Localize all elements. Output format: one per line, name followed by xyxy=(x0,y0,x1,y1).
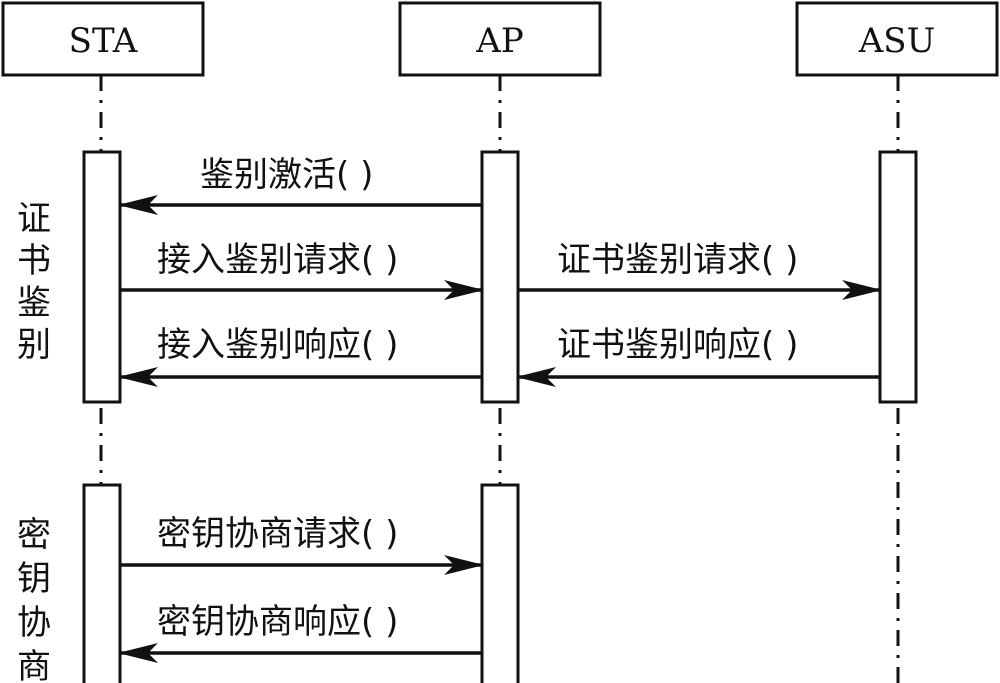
activations-cert-auth xyxy=(82,150,918,404)
message-label: 接入鉴别请求( ) xyxy=(157,240,398,280)
actor-label-asu: ASU xyxy=(858,21,936,61)
message-auth-activate: 鉴别激活( ) xyxy=(118,155,482,215)
activation-ap-1 xyxy=(480,150,520,404)
message-cert-auth-response: 证书鉴别响应( ) xyxy=(516,325,880,387)
phase-char: 鉴 xyxy=(17,283,51,323)
message-label: 鉴别激活( ) xyxy=(200,155,373,195)
activation-ap-2 xyxy=(480,483,520,683)
message-key-neg-response: 密钥协商响应( ) xyxy=(118,602,482,663)
message-access-auth-response: 接入鉴别响应( ) xyxy=(118,325,482,387)
activation-sta-2 xyxy=(82,483,122,683)
phase-char: 商 xyxy=(17,647,51,683)
phase-char: 协 xyxy=(17,603,51,643)
phase-char: 书 xyxy=(17,241,51,281)
actor-label-ap: AP xyxy=(475,21,523,61)
message-label: 接入鉴别响应( ) xyxy=(157,325,398,365)
message-label: 密钥协商请求( ) xyxy=(157,514,398,554)
message-label: 密钥协商响应( ) xyxy=(157,602,398,642)
message-cert-auth-request: 证书鉴别请求( ) xyxy=(518,240,882,300)
actor-box-ap xyxy=(398,1,602,77)
message-label: 证书鉴别响应( ) xyxy=(557,325,798,365)
phase-char: 密 xyxy=(17,515,51,555)
activation-asu-1 xyxy=(878,150,918,404)
actor-box-sta xyxy=(1,1,205,77)
phase-label-cert-auth: 证 书 鉴 别 xyxy=(17,199,51,365)
phase-char: 钥 xyxy=(17,559,51,599)
actor-asu: ASU xyxy=(795,1,999,77)
phase-char: 别 xyxy=(17,325,51,365)
actor-ap: AP xyxy=(398,1,602,77)
message-key-neg-request: 密钥协商请求( ) xyxy=(120,514,484,575)
actor-sta: STA xyxy=(1,1,205,77)
actor-label-sta: STA xyxy=(69,21,138,61)
message-label: 证书鉴别请求( ) xyxy=(557,240,798,280)
phase-char: 证 xyxy=(17,199,51,239)
message-access-auth-request: 接入鉴别请求( ) xyxy=(120,240,484,300)
activations-key-negotiation xyxy=(82,483,520,683)
activation-sta-1 xyxy=(82,150,122,404)
actor-box-asu xyxy=(795,1,999,77)
phase-label-key-negotiation: 密 钥 协 商 xyxy=(17,515,51,683)
